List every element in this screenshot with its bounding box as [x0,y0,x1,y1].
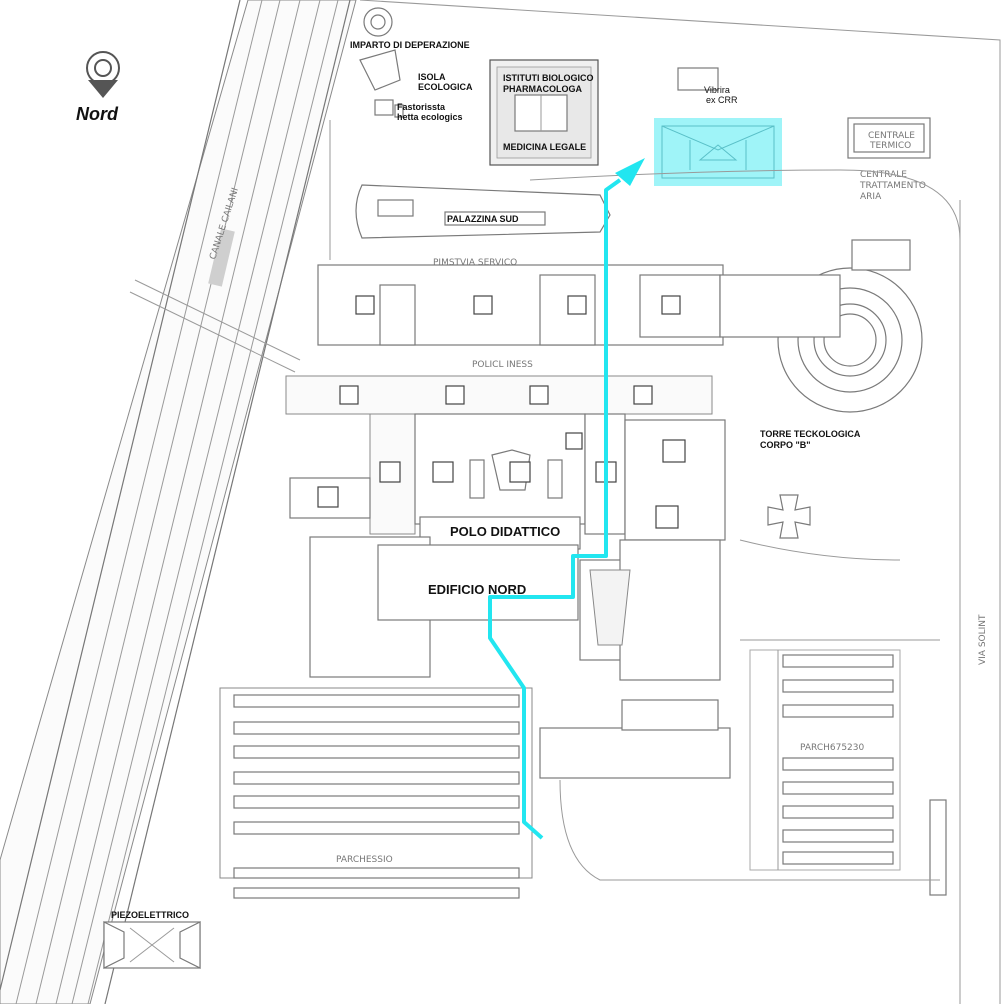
via-label: VIA SOLINT [978,614,988,665]
torre-label-1: TORRE TECKOLOGICA [760,429,861,439]
destination-building [654,118,782,186]
centrale-tratt-label-3: ARIA [860,192,882,202]
right-parking [749,649,901,871]
istituti-label-1: ISTITUTI BIOLOGICO [503,73,594,83]
ecological-area [359,7,404,118]
vibrira-label-2: ex CRR [706,95,738,105]
centrale-termico-label-2: TERMICO [869,141,911,151]
isola-label-2: ECOLOGICA [418,82,473,92]
site-boundary [359,0,1001,1004]
fastor-label-2: hetta ecologics [397,112,463,122]
edificio-label: EDIFICIO NORD [428,582,526,597]
centrale-tratt-label-2: TRATTAMENTO [859,181,926,191]
parch-right-label: PARCH675230 [800,743,864,753]
centrale-termico-label-1: CENTRALE [868,131,915,141]
route-arrow-icon [615,158,645,186]
compass-icon [86,51,120,98]
pimstvia-label: PIMSTVIA SERVICO [433,258,517,268]
courtyard-squares [317,295,686,529]
vibrira-label-1: Vibrira [704,85,730,95]
policl-label: POLICL INESS [472,360,533,370]
centrale-tratt-label-1: CENTRALE [860,170,907,180]
medicina-label: MEDICINA LEGALE [503,142,586,152]
canal-bands [0,0,357,1004]
left-parking [219,687,533,899]
fastor-label-1: Fastorissta [397,102,446,112]
polo-label: POLO DIDATTICO [450,524,560,539]
route-path [488,178,622,840]
parchessio-label: PARCHESSIO [336,855,393,865]
cross-symbol-icon [767,494,811,539]
imparto-label: IMPARTO DI DEPERAZIONE [350,40,470,50]
piezo-building [103,921,201,969]
vibrira-building [677,67,719,91]
palazzina-label: PALAZZINA SUD [447,214,519,224]
torre-label-2: CORPO "B" [760,440,811,450]
istituti-label-2: PHARMACOLOGA [503,84,582,94]
piezo-label: PIEZOELETTRICO [111,910,189,920]
main-complex [285,264,841,681]
isola-label-1: ISOLA [418,72,446,82]
north-label: Nord [76,104,119,124]
